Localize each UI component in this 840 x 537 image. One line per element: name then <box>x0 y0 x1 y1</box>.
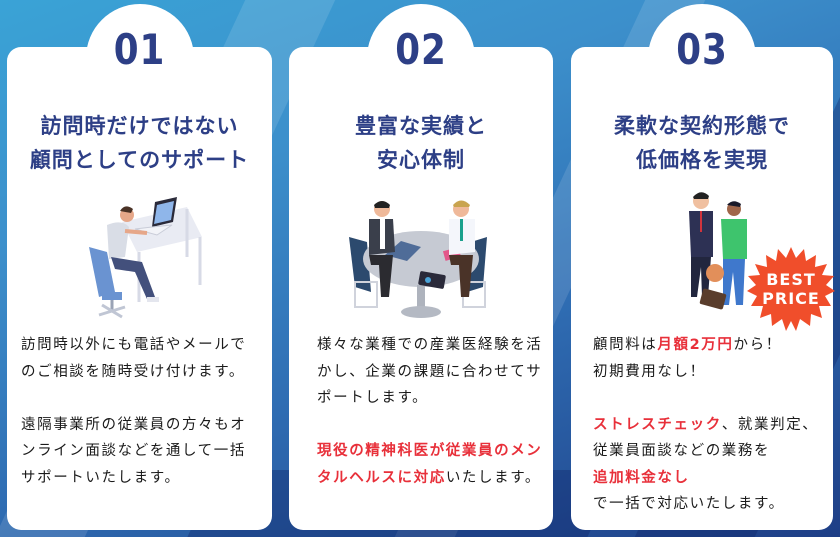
badge-line2: PRICE <box>762 289 820 308</box>
card-number-tab <box>367 4 475 84</box>
highlight-text: ストレスチェック <box>593 416 722 433</box>
meeting-table-illustration <box>289 197 553 327</box>
highlight-text: 月額2万円 <box>657 337 734 353</box>
card-title-line: 顧問としてのサポート <box>29 148 250 172</box>
paragraph: ストレスチェック、就業判定、従業員面談などの業務を追加料金なしで一括で対応いたし… <box>593 412 823 518</box>
paragraph: 訪問時以外にも電話やメールでのご相談を随時受け付けます。 <box>21 337 247 380</box>
paragraph-text: いたします。 <box>445 469 541 486</box>
card-number: 01 <box>113 25 166 74</box>
person-at-desk-illustration <box>7 197 272 327</box>
badge-line1: BEST <box>766 270 816 289</box>
highlight-text: 追加料金なし <box>593 469 690 486</box>
paragraph: 様々な業種での産業医経験を活かし、企業の課題に合わせてサポートします。 <box>317 337 543 406</box>
card-title-line: 柔軟な契約形態で <box>614 114 790 138</box>
paragraph: 遠隔事業所の従業員の方々もオンライン面談などを通して一括サポートいたします。 <box>21 416 247 486</box>
card-number-tab <box>85 4 194 84</box>
card-title-line: 低価格を実現 <box>636 148 768 172</box>
card-title-line: 訪問時だけではない <box>40 114 239 138</box>
card-description: 顧問料は月額2万円から！ 初期費用なし！ ストレスチェック、就業判定、従業員面談な… <box>593 332 823 518</box>
paragraph-text: 、就業判定、従業員面談などの業務を <box>593 416 819 460</box>
card-title: 柔軟な契約形態で 低価格を実現 <box>571 109 833 177</box>
card-title-line: 豊富な実績と <box>355 114 487 138</box>
paragraph-text: 初期費用なし！ <box>593 363 706 380</box>
card-number: 02 <box>395 25 447 74</box>
card-number-tab <box>648 4 756 84</box>
handshake-illustration <box>571 192 833 327</box>
best-price-badge: BEST PRICE <box>747 245 835 333</box>
paragraph-text: で一括で対応いたします。 <box>593 496 785 512</box>
feature-card-3: 03 柔軟な契約形態で 低価格を実現 BEST PRIC <box>571 4 835 530</box>
paragraph-text: 顧問料は <box>593 337 658 353</box>
card-title: 訪問時だけではない 顧問としてのサポート <box>7 109 272 177</box>
paragraph: 現役の精神科医が従業員のメンタルヘルスに対応いたします。 <box>317 438 543 491</box>
paragraph: 顧問料は月額2万円から！ 初期費用なし！ <box>593 332 823 385</box>
highlight-text: 現役の精神科医が従業員のメンタルヘルスに対応 <box>317 443 543 486</box>
card-number: 03 <box>676 25 728 74</box>
feature-card-1: 01 訪問時だけではない 顧問としてのサポート <box>7 4 272 530</box>
card-title: 豊富な実績と 安心体制 <box>289 109 553 177</box>
card-description: 訪問時以外にも電話やメールでのご相談を随時受け付けます。 遠隔事業所の従業員の方… <box>21 332 262 491</box>
card-title-line: 安心体制 <box>377 148 465 172</box>
card-description: 様々な業種での産業医経験を活かし、企業の課題に合わせてサポートします。 現役の精… <box>317 332 543 491</box>
paragraph-text: から！ <box>733 337 782 353</box>
feature-card-2: 02 豊富な実績と 安心体制 <box>289 4 553 530</box>
